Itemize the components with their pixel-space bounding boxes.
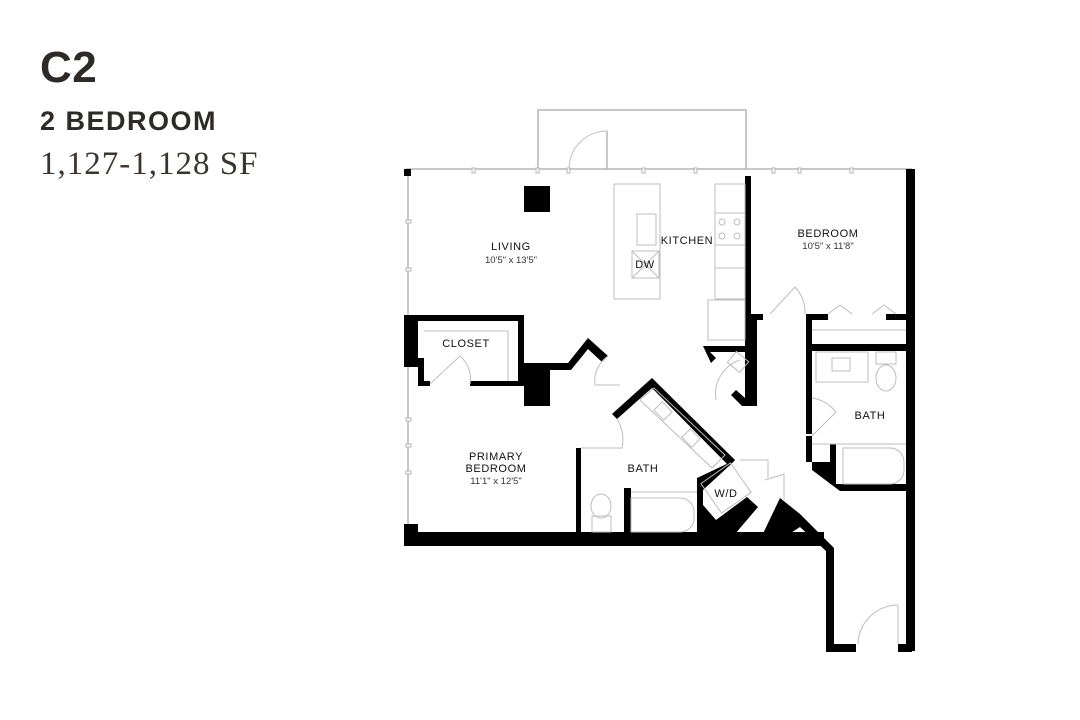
bathtub-icon xyxy=(630,497,695,533)
dishwasher xyxy=(631,250,660,279)
balcony xyxy=(537,109,747,170)
fixtures xyxy=(424,183,906,645)
living-dimensions: 10'5" x 13'5" xyxy=(485,255,537,266)
primary-bedroom-label-line1: PRIMARY xyxy=(469,451,523,463)
dishwasher-label: DW xyxy=(635,259,655,271)
primary-bedroom-dimensions: 11'1" x 12'5" xyxy=(470,476,521,487)
washer-dryer-label: W/D xyxy=(714,488,737,500)
cooktop-icon xyxy=(718,218,741,240)
bedroom-label: BEDROOM xyxy=(797,228,858,240)
bedroom-type: 2 BEDROOM xyxy=(40,106,218,136)
primary-bedroom-label-line2: BEDROOM xyxy=(465,463,526,475)
room-labels: LIVING 10'5" x 13'5" KITCHEN DW BEDROOM … xyxy=(442,228,885,500)
walls xyxy=(404,169,915,652)
square-footage: 1,127-1,128 SF xyxy=(40,146,259,182)
kitchen-counter xyxy=(714,183,746,300)
living-label: LIVING xyxy=(491,241,531,253)
toilet-icon xyxy=(590,493,612,519)
unit-code: C2 xyxy=(40,43,98,92)
column xyxy=(524,186,550,212)
kitchen-island xyxy=(613,183,661,300)
washer-dryer xyxy=(700,462,752,514)
unit-header: C2 2 BEDROOM 1,127-1,128 SF xyxy=(40,42,258,184)
fridge xyxy=(707,299,746,341)
secondary-bath-label: BATH xyxy=(855,410,886,422)
closet-label: CLOSET xyxy=(442,338,490,350)
bedroom-dimensions: 10'5" x 11'8" xyxy=(802,241,853,252)
window-wall xyxy=(405,167,912,528)
kitchen-label: KITCHEN xyxy=(661,235,713,247)
primary-bath-label: BATH xyxy=(628,463,659,475)
sink-icon xyxy=(636,213,657,246)
